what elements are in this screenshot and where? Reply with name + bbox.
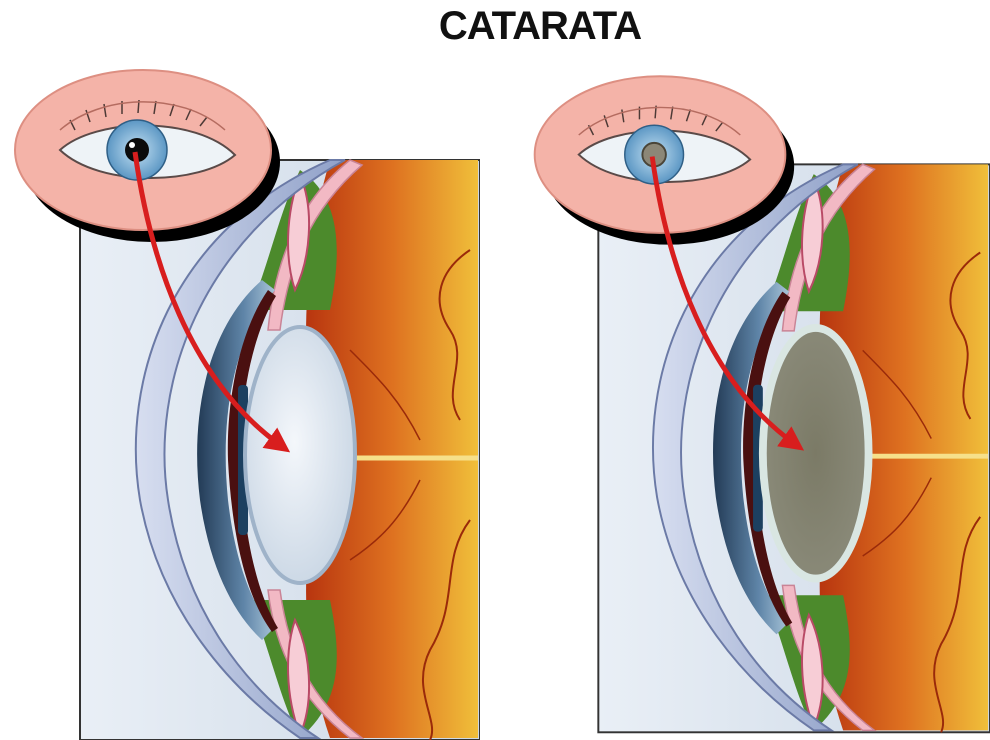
crystalline-lens xyxy=(245,327,355,583)
cataract-eye-panel xyxy=(520,0,990,740)
pupil-highlight xyxy=(129,142,135,148)
normal-eye-panel xyxy=(0,0,480,740)
clouded-lens xyxy=(767,332,865,575)
